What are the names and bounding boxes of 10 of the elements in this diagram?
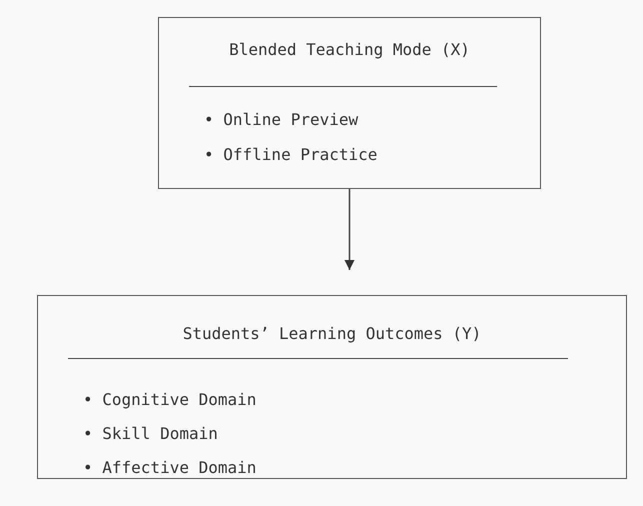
bullet-item: • Skill Domain — [83, 424, 218, 443]
arrow — [344, 189, 354, 270]
box-heading: Blended Teaching Mode (X) — [228, 40, 471, 59]
bullet-item: • Online Preview — [204, 110, 358, 129]
bullet-item: • Cognitive Domain — [83, 390, 256, 409]
box-heading: Students’ Learning Outcomes (Y) — [182, 324, 482, 343]
bullet-item: • Offline Practice — [204, 145, 378, 164]
content-box — [37, 295, 627, 479]
bullet-item: • Affective Domain — [83, 458, 256, 477]
content-box — [158, 17, 541, 189]
